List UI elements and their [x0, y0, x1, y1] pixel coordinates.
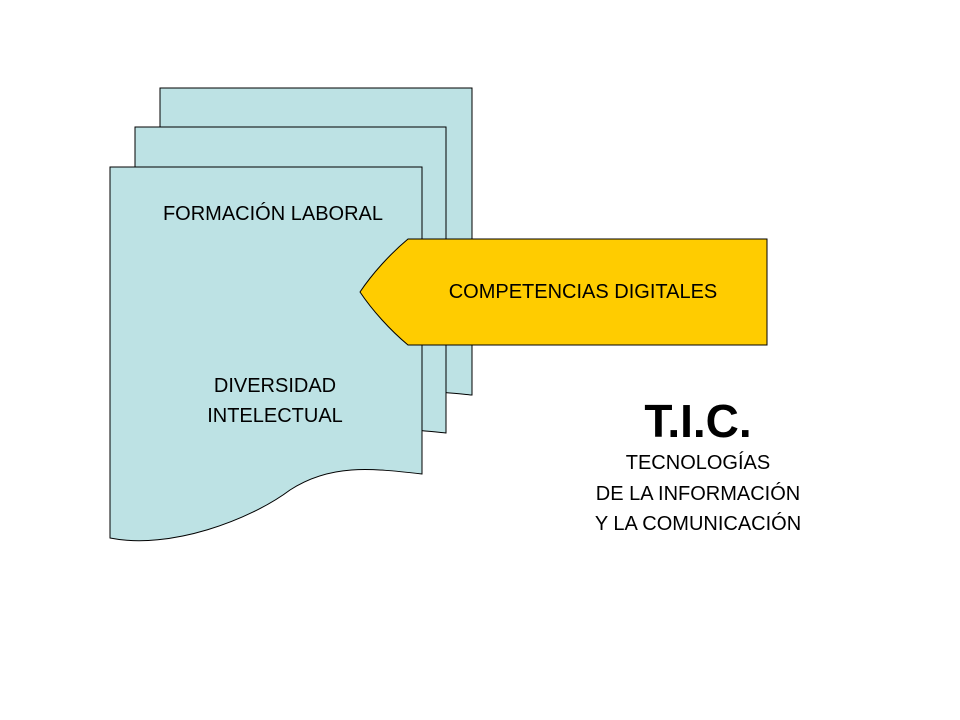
document-front [109, 166, 423, 542]
tic-title: T.I.C. [644, 395, 751, 447]
competencias-digitales-arrow [359, 238, 768, 346]
tic-line-comunicacion: Y LA COMUNICACIÓN [595, 512, 801, 535]
intelectual-label: INTELECTUAL [207, 405, 343, 427]
tic-line-tecnologias: TECNOLOGÍAS [626, 451, 770, 474]
formacion-laboral-label: FORMACIÓN LABORAL [163, 202, 383, 225]
diversidad-label: DIVERSIDAD [214, 375, 336, 397]
competencias-digitales-label: COMPETENCIAS DIGITALES [449, 281, 718, 303]
tic-line-informacion: DE LA INFORMACIÓN [596, 482, 800, 505]
